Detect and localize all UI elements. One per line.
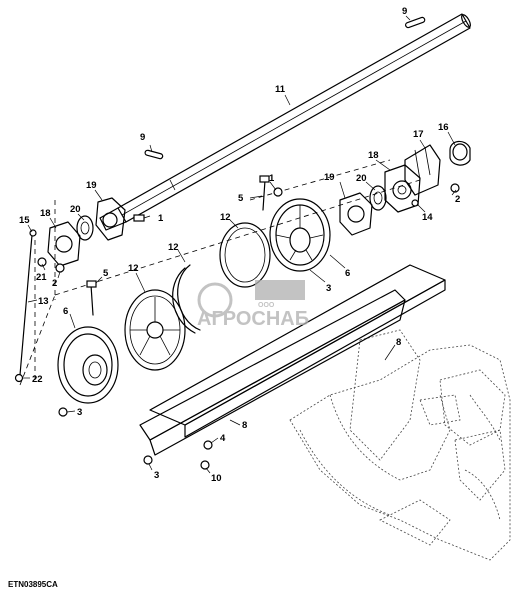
spoked-ring-mid [172,264,201,334]
callout-22: 22 [32,374,43,385]
callout-9-upper: 9 [402,6,407,17]
bearing-cover-right [404,144,441,196]
flange-plate-left-outer [95,197,126,241]
callout-12-mid: 12 [168,242,179,253]
callout-11: 11 [275,84,286,95]
callout-2-right: 2 [455,194,460,205]
callout-21: 21 [36,272,47,283]
callout-9-lower: 9 [140,132,145,143]
callout-6-left: 6 [63,306,68,317]
nut-far-right [450,183,460,193]
callout-6-right: 6 [345,268,350,279]
bolt-left [133,214,145,222]
spoked-disc-left [124,289,186,371]
watermark-prefix: ООО [258,302,275,309]
callout-17: 17 [413,129,424,140]
bearing-right [369,185,387,211]
callout-1-right: 1 [269,173,275,184]
watermark: ООО АГРОСНАБ [197,280,309,330]
hardware-4-10 [143,440,213,470]
callout-8-right: 8 [396,337,401,348]
key-upper [405,16,426,29]
washer-left [37,257,47,267]
washer-right [411,199,419,207]
callout-15: 15 [19,215,30,226]
callout-14: 14 [422,212,433,223]
callout-10: 10 [211,473,222,484]
bearing-cap-right [449,140,471,166]
key-lower [144,149,164,160]
callout-16: 16 [438,122,449,133]
callout-4: 4 [220,433,226,444]
callout-8-lower: 8 [242,420,247,431]
rotor-housing-outline [289,329,511,561]
shaft [99,13,471,231]
angle-bar-upper [149,264,446,438]
callout-3-lower: 3 [154,470,159,481]
callout-5-left: 5 [103,268,109,279]
assembly-axis-lines [19,159,421,386]
spoked-disc-right [219,222,271,288]
nut-disc-left [58,407,68,417]
callout-20-left: 20 [70,204,81,215]
flange-plate-left [47,221,81,267]
callout-12-left: 12 [128,263,139,274]
callout-20-right: 20 [356,173,367,184]
watermark-text: АГРОСНАБ [197,308,309,330]
callout-3-right: 3 [326,283,331,294]
callout-19-left: 19 [86,180,97,191]
flange-plate-inner-right [339,192,373,236]
callout-18-left: 18 [40,208,51,219]
bolt-disc-left [86,280,97,316]
callout-18-right: 18 [368,150,379,161]
callout-labels: 9 11 9 17 16 18 19 20 1 5 2 14 19 18 20 … [19,6,460,484]
callout-19-right: 19 [324,172,335,183]
callout-2-left: 2 [52,278,57,289]
bolt-right [259,175,270,211]
nut-left [55,263,65,273]
callout-13: 13 [38,296,49,307]
callout-3-left: 3 [77,407,82,418]
callout-12-right: 12 [220,212,231,223]
leader-lines [23,15,457,474]
rotor-disc-left [57,326,119,404]
figure-code: ETN03895CA [8,580,58,589]
callout-5-right: 5 [238,193,244,204]
rotor-disc-right [269,198,331,272]
callout-1-left: 1 [158,213,164,224]
angle-bar-lower [139,289,406,456]
tie-rod [14,229,37,383]
bearing-left [76,215,94,241]
